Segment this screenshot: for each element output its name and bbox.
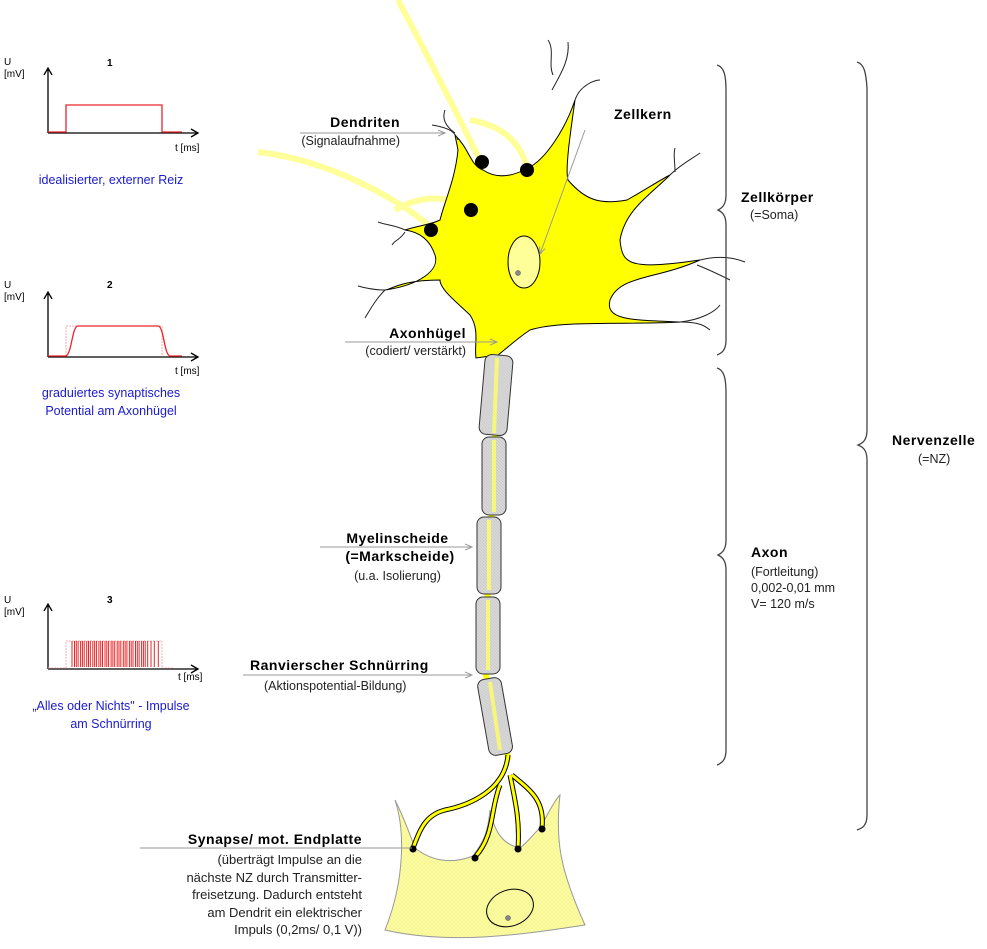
nervenzelle-sub: (=NZ) <box>918 452 951 466</box>
ranvier-label: Ranvierscher Schnürring <box>250 657 429 673</box>
panel-1-x-label: t [ms] <box>175 143 200 154</box>
braces <box>716 61 868 831</box>
nucleus <box>507 235 541 289</box>
axon-description: (Fortleitung) 0,002-0,01 mm V= 120 m/s <box>751 565 836 611</box>
panel-2-y-label: U[mV] <box>4 280 25 303</box>
brace-axon <box>716 367 727 766</box>
panel-1-y-label: U[mV] <box>4 57 25 80</box>
synapse-description: (überträgt Impulse an die nächste NZ dur… <box>186 852 362 937</box>
panel-3-number: 3 <box>107 595 113 606</box>
panel-3-stimulus-outline <box>48 640 174 669</box>
myelin-sub: (u.a. Isolierung) <box>354 569 441 583</box>
zellkoerper-sub: (=Soma) <box>750 208 799 222</box>
zellkoerper-label: Zellkörper <box>741 189 814 205</box>
myelin-label: Myelinscheide <box>346 530 449 546</box>
panel-2-signal <box>48 325 182 357</box>
panel-2-x-axis <box>48 352 200 362</box>
soma <box>384 99 701 359</box>
panel-3-y-label: U[mV] <box>4 595 25 618</box>
dendriten-sub: (Signalaufnahme) <box>301 134 400 148</box>
nucleolus <box>515 270 521 276</box>
axonhuegel-sub: (codiert/ verstärkt) <box>365 344 466 358</box>
panel-2-stimulus-outline <box>65 325 163 356</box>
zellkern-label: Zellkern <box>614 106 672 122</box>
panel-3-y-axis <box>43 602 53 669</box>
panel-2-x-label: t [ms] <box>175 366 200 377</box>
panel-1-signal <box>48 104 182 133</box>
panel-1-caption: idealisierter, externer Reiz <box>38 173 184 187</box>
ranvier-sub: (Aktionspotential-Bildung) <box>264 679 407 693</box>
myelin-core <box>486 357 502 751</box>
brace-zellkoerper <box>716 64 727 356</box>
panel-1-x-axis <box>48 128 200 138</box>
panel-2-number: 2 <box>107 280 113 291</box>
axonhuegel-label: Axonhügel <box>389 325 466 341</box>
panel-3-x-axis <box>48 664 200 674</box>
brace-nervenzelle <box>856 61 868 831</box>
synaptic-knobs <box>424 155 534 237</box>
synapse-label: Synapse/ mot. Endplatte <box>187 831 362 847</box>
dendriten-label: Dendriten <box>330 114 400 130</box>
axon-label: Axon <box>751 544 788 560</box>
panel-2-y-axis <box>43 290 53 357</box>
pointer-lines <box>140 130 586 849</box>
panel-1-number: 1 <box>107 58 113 69</box>
nervenzelle-label: Nervenzelle <box>892 432 976 448</box>
myelin-label-2: (=Markscheide) <box>345 548 455 564</box>
panel-1-y-axis <box>43 66 53 133</box>
panel-3-x-label: t [ms] <box>178 672 203 683</box>
